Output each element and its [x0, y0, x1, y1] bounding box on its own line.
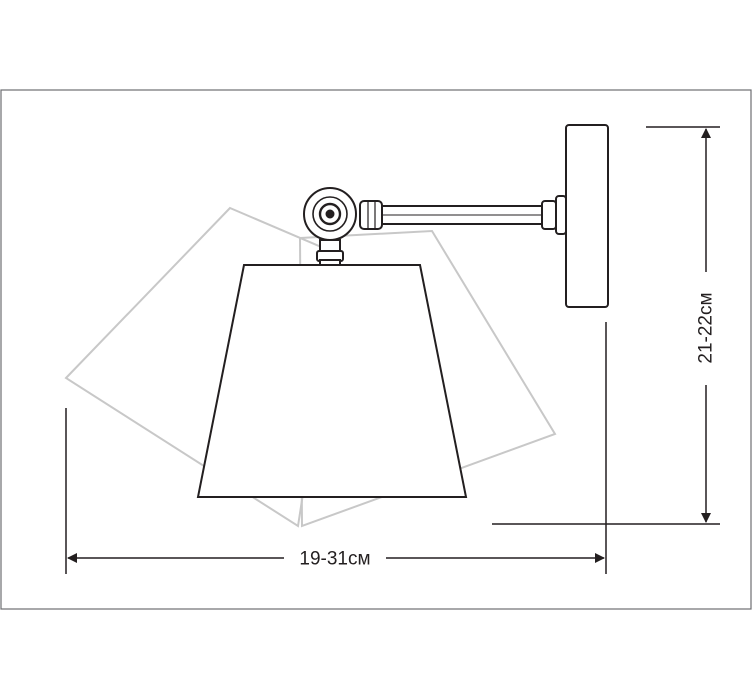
- joint-knob: [303, 187, 357, 241]
- arm-joint-collar: [359, 200, 383, 230]
- ghost-shade-left: [64, 206, 342, 528]
- shade-fitter: [316, 239, 344, 267]
- width-dimension: [65, 322, 607, 574]
- lamp-shade: [196, 264, 468, 498]
- width-label: 19-31см: [299, 549, 370, 570]
- height-label: 21-22см: [696, 292, 717, 363]
- lamp-arm: [359, 195, 567, 235]
- wall-mount-plate: [565, 124, 609, 308]
- diagram-frame: [0, 89, 752, 610]
- arm-wall-collar: [541, 200, 557, 230]
